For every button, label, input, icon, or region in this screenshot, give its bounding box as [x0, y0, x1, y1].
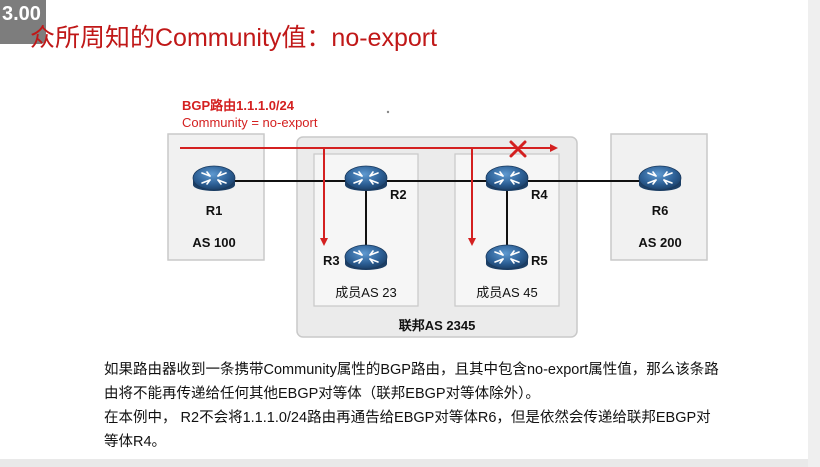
router-r2-label: R2 — [390, 187, 407, 202]
stray-dot — [386, 110, 390, 114]
slide-title: 众所周知的Community值：no-export — [30, 24, 438, 52]
router-r5-label: R5 — [531, 253, 548, 268]
router-r6-icon — [638, 165, 682, 192]
router-r1-label: R1 — [206, 203, 223, 218]
right-edge-bar — [808, 0, 820, 467]
bottom-edge-bar — [0, 459, 808, 467]
as100-box — [167, 133, 265, 261]
bgp-topology-diagram: BGP路由1.1.1.0/24 Community = no-export R1… — [167, 98, 708, 338]
router-r4-icon — [485, 165, 529, 192]
explanation-paragraph: 如果路由器收到一条携带Community属性的BGP路由，且其中包含no-exp… — [104, 358, 784, 454]
router-r5-icon — [485, 244, 529, 271]
router-r3-label: R3 — [323, 253, 340, 268]
router-r3-icon — [344, 244, 388, 271]
router-r6-label: R6 — [652, 203, 669, 218]
confed-as-label: 联邦AS 2345 — [399, 318, 476, 333]
as200-box — [610, 133, 708, 261]
paragraph-line: 等体R4。 — [104, 434, 167, 450]
as100-label: AS 100 — [192, 235, 235, 250]
paragraph-line: 由将不能再传递给任何其他EBGP对等体（联邦EBGP对等体除外）。 — [104, 386, 540, 402]
as200-label: AS 200 — [638, 235, 681, 250]
sub-as23-label: 成员AS 23 — [335, 285, 396, 300]
video-time-badge: 3.00 — [0, 0, 46, 44]
route-label: BGP路由1.1.1.0/24 — [182, 98, 295, 113]
paragraph-line: 如果路由器收到一条携带Community属性的BGP路由，且其中包含no-exp… — [104, 362, 719, 378]
router-r1-icon — [192, 165, 236, 192]
paragraph-line: 在本例中， R2不会将1.1.1.0/24路由再通告给EBGP对等体R6，但是依… — [104, 410, 711, 426]
router-r4-label: R4 — [531, 187, 548, 202]
sub-as45-label: 成员AS 45 — [476, 285, 537, 300]
router-r2-icon — [344, 165, 388, 192]
blocked-x-icon — [509, 140, 527, 158]
community-label: Community = no-export — [182, 115, 318, 130]
